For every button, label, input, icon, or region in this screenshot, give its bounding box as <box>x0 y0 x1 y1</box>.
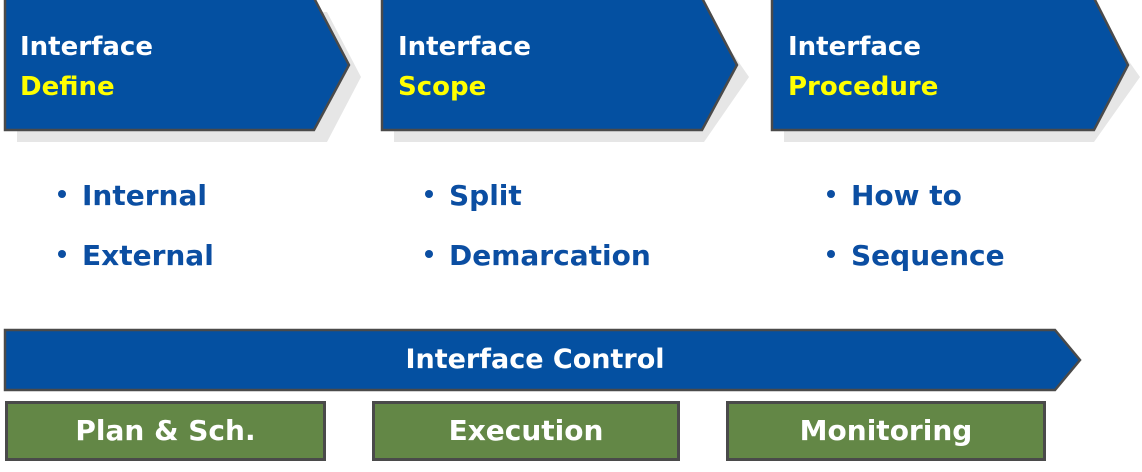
stage-procedure-title: Interface Procedure <box>788 27 938 107</box>
bullet-dot-icon <box>425 250 433 258</box>
stage-scope-line1: Interface <box>398 32 531 62</box>
bullet-text: Split <box>449 179 522 212</box>
stage-procedure-line2: Procedure <box>788 72 939 102</box>
bullet-dot-icon <box>827 250 835 258</box>
bullet-text: Demarcation <box>449 239 651 272</box>
bullet-item: Sequence <box>827 238 1005 298</box>
bullet-text: External <box>82 239 214 272</box>
stage-define-bullets: Internal External <box>58 178 214 298</box>
chevron-define <box>3 0 351 132</box>
activity-monitoring: Monitoring <box>726 401 1046 461</box>
stage-scope-title: Interface Scope <box>398 27 531 107</box>
chevron-scope <box>380 0 739 132</box>
bullet-dot-icon <box>425 190 433 198</box>
bullet-text: Sequence <box>851 239 1005 272</box>
stage-define-line2: Define <box>20 72 115 102</box>
bullet-text: Internal <box>82 179 207 212</box>
stage-procedure-line1: Interface <box>788 32 921 62</box>
stage-define-title: Interface Define <box>20 27 153 107</box>
stage-scope-line2: Scope <box>398 72 487 102</box>
stage-define-line1: Interface <box>20 32 153 62</box>
chevron-procedure <box>770 0 1130 132</box>
bullet-item: How to <box>827 178 1005 238</box>
bullet-item: Internal <box>58 178 214 238</box>
bullet-item: External <box>58 238 214 298</box>
bullet-dot-icon <box>58 250 66 258</box>
activity-execution: Execution <box>372 401 680 461</box>
bullet-dot-icon <box>58 190 66 198</box>
bullet-dot-icon <box>827 190 835 198</box>
bullet-item: Split <box>425 178 651 238</box>
bullet-item: Demarcation <box>425 238 651 298</box>
stage-procedure-bullets: How to Sequence <box>827 178 1005 298</box>
activity-plan-schedule: Plan & Sch. <box>5 401 326 461</box>
control-bar <box>3 328 1082 392</box>
control-bar-label: Interface Control <box>405 344 665 375</box>
stage-scope-bullets: Split Demarcation <box>425 178 651 298</box>
bullet-text: How to <box>851 179 962 212</box>
